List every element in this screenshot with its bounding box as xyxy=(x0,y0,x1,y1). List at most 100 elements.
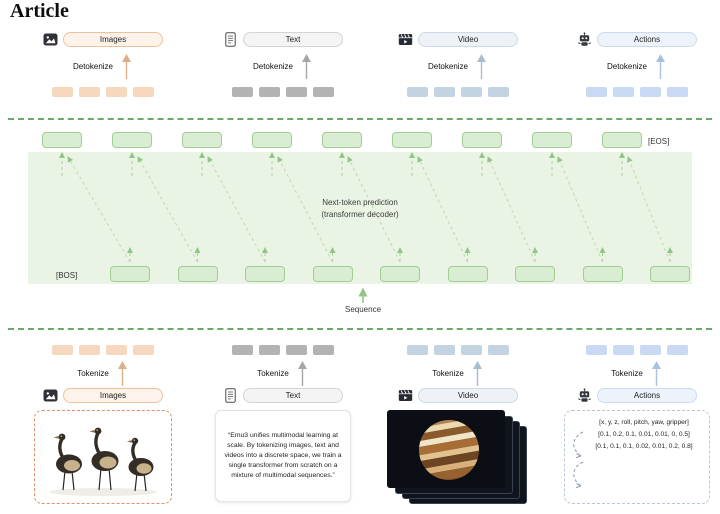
up-arrow-icon xyxy=(122,54,132,79)
modality-header: Video xyxy=(398,387,518,404)
robot-icon xyxy=(577,32,592,47)
token-box xyxy=(252,132,292,148)
token-strip-actions xyxy=(586,345,688,355)
video-frame-planet xyxy=(387,410,505,488)
token-square xyxy=(286,87,307,97)
up-arrow-icon xyxy=(297,361,307,386)
tokenize-group-text: Tokenize Text “Emu3 unifies multimodal l… xyxy=(208,343,358,502)
token-box xyxy=(462,132,502,148)
up-arrow-icon xyxy=(117,361,127,386)
up-arrow-icon xyxy=(302,54,312,79)
quote-text: “Emu3 unifies multimodal learning at sca… xyxy=(224,431,342,480)
action-vector-header: [x, y, z, roll, pitch, yaw, gripper] xyxy=(599,419,689,426)
up-arrow-icon xyxy=(656,54,666,79)
token-box xyxy=(602,132,642,148)
token-square xyxy=(640,87,661,97)
ostrich-sketch xyxy=(49,427,157,496)
tokenize-row: Tokenize xyxy=(432,355,484,387)
modality-header: Images xyxy=(43,387,163,404)
transformer-bottom-tokens xyxy=(110,266,690,282)
token-square xyxy=(461,87,482,97)
image-icon xyxy=(43,32,58,47)
token-square xyxy=(106,87,127,97)
tokenize-label: Tokenize xyxy=(257,369,289,378)
caption-line-2: (transformer decoder) xyxy=(321,210,399,219)
token-square xyxy=(613,345,634,355)
modality-header: Text xyxy=(223,31,343,48)
detokenize-row: Detokenize xyxy=(428,48,488,80)
images-pill: Images xyxy=(63,32,163,47)
actions-sample: [x, y, z, roll, pitch, yaw, gripper] [0.… xyxy=(564,410,710,504)
detokenize-label: Detokenize xyxy=(427,62,469,71)
tokenize-row: Tokenize xyxy=(77,355,129,387)
token-square xyxy=(106,345,127,355)
token-square xyxy=(259,87,280,97)
tokenize-row: Tokenize xyxy=(257,355,309,387)
token-strip-text xyxy=(232,345,334,355)
token-box xyxy=(447,266,488,282)
video-pill: Video xyxy=(418,388,518,403)
token-box xyxy=(245,266,285,282)
section-divider-top xyxy=(8,118,712,120)
video-pill: Video xyxy=(418,32,518,47)
clapperboard-icon xyxy=(398,388,413,403)
action-vector-1: [0.1, 0.2, 0.1, 0.01, 0.01, 0, 0.5] xyxy=(598,431,690,438)
token-box xyxy=(182,132,222,148)
actions-pill: Actions xyxy=(597,32,697,47)
up-arrow-icon xyxy=(477,54,487,79)
token-square xyxy=(52,345,73,355)
token-square xyxy=(286,345,307,355)
token-strip-images xyxy=(52,345,154,355)
detokenize-label: Detokenize xyxy=(252,62,294,71)
text-sample: “Emu3 unifies multimodal learning at sca… xyxy=(215,410,351,502)
text-pill: Text xyxy=(243,388,343,403)
token-box xyxy=(380,266,420,282)
token-square xyxy=(52,87,73,97)
token-square xyxy=(313,87,334,97)
document-icon xyxy=(223,32,238,47)
token-square xyxy=(667,345,688,355)
section-divider-bottom xyxy=(8,328,712,330)
up-arrow-icon xyxy=(472,361,482,386)
image-sample xyxy=(34,410,172,504)
sequence-label: Sequence xyxy=(344,305,382,314)
token-square xyxy=(232,87,253,97)
token-square xyxy=(667,87,688,97)
tokenize-label: Tokenize xyxy=(432,369,464,378)
token-square xyxy=(640,345,661,355)
actions-pill: Actions xyxy=(597,388,697,403)
token-box xyxy=(312,266,353,282)
transformer-caption: Next-token prediction (transformer decod… xyxy=(0,197,720,221)
token-square xyxy=(79,345,100,355)
token-box xyxy=(322,132,362,148)
detokenize-row: Detokenize xyxy=(253,48,313,80)
token-box xyxy=(515,266,555,282)
modality-header: Text xyxy=(223,387,343,404)
token-strip-text xyxy=(232,87,334,97)
token-box xyxy=(177,266,218,282)
tokenize-group-actions: Tokenize Actions [x, y, z, roll, pitch, … xyxy=(562,343,712,504)
token-box xyxy=(582,266,623,282)
detokenize-group-actions: Actions Detokenize xyxy=(562,31,712,97)
token-square xyxy=(613,87,634,97)
token-strip-video xyxy=(407,87,509,97)
token-strip-actions xyxy=(586,87,688,97)
detokenize-group-images: Images Detokenize xyxy=(28,31,178,97)
tokenize-group-images: Tokenize Images xyxy=(28,343,178,504)
document-icon xyxy=(223,388,238,403)
eos-label: [EOS] xyxy=(648,137,670,146)
token-square xyxy=(434,345,455,355)
token-square xyxy=(407,345,428,355)
token-square xyxy=(488,345,509,355)
image-icon xyxy=(43,388,58,403)
caption-line-1: Next-token prediction xyxy=(322,198,398,207)
bos-label: [BOS] xyxy=(56,271,78,280)
detokenize-row: Detokenize xyxy=(73,48,133,80)
tokenize-row: Tokenize xyxy=(611,355,663,387)
tokenize-label: Tokenize xyxy=(77,369,109,378)
modality-header: Actions xyxy=(577,31,697,48)
token-square xyxy=(259,345,280,355)
modality-header: Images xyxy=(43,31,163,48)
robot-icon xyxy=(577,388,592,403)
